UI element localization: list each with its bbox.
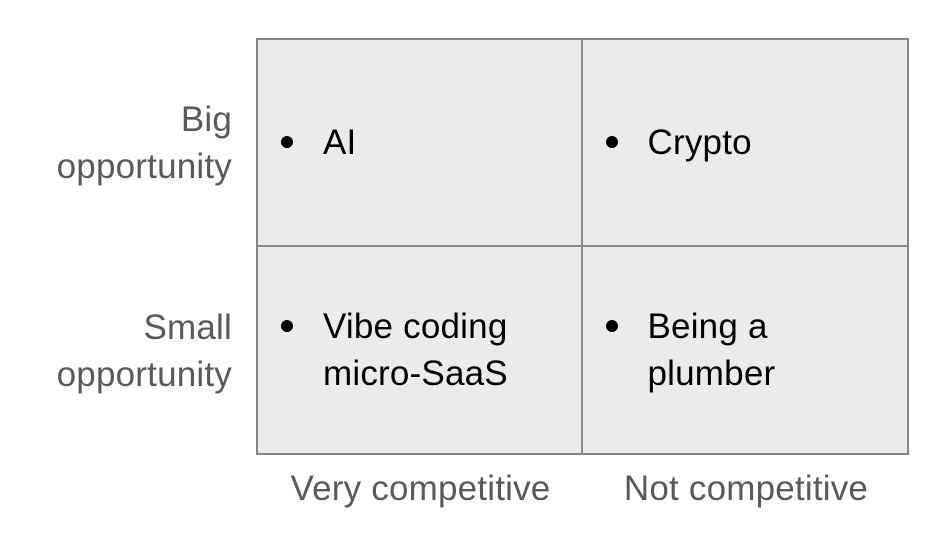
quadrant-small-not-competitive: Being a plumber: [582, 246, 907, 453]
col-label-not-competitive: Not competitive: [623, 469, 869, 508]
item-label-being-a-plumber: Being a plumber: [647, 306, 776, 393]
list-item: Crypto: [583, 119, 752, 166]
bullet-icon: [605, 135, 618, 148]
bullet-icon: [281, 319, 293, 332]
list-item: AI: [258, 119, 356, 166]
bullet-icon: [281, 135, 293, 148]
col-label-very-competitive: Very competitive: [290, 469, 551, 508]
list-item: Being a plumber: [583, 303, 776, 397]
row-label-small-opportunity: Small opportunity: [56, 308, 232, 394]
list-item: Vibe coding micro-SaaS: [258, 303, 508, 397]
matrix-grid: AI Crypto Vibe coding micro-SaaS Being a…: [256, 38, 909, 455]
row-label-big-opportunity: Big opportunity: [56, 99, 232, 186]
quadrant-big-not-competitive: Crypto: [582, 40, 907, 247]
item-label-crypto: Crypto: [647, 122, 752, 162]
quadrant-big-very-competitive: AI: [258, 40, 583, 247]
item-label-vibe-coding-micro-saas: Vibe coding micro-SaaS: [323, 306, 508, 393]
quadrant-small-very-competitive: Vibe coding micro-SaaS: [258, 246, 583, 453]
item-label-ai: AI: [323, 122, 357, 162]
bullet-icon: [605, 319, 618, 332]
